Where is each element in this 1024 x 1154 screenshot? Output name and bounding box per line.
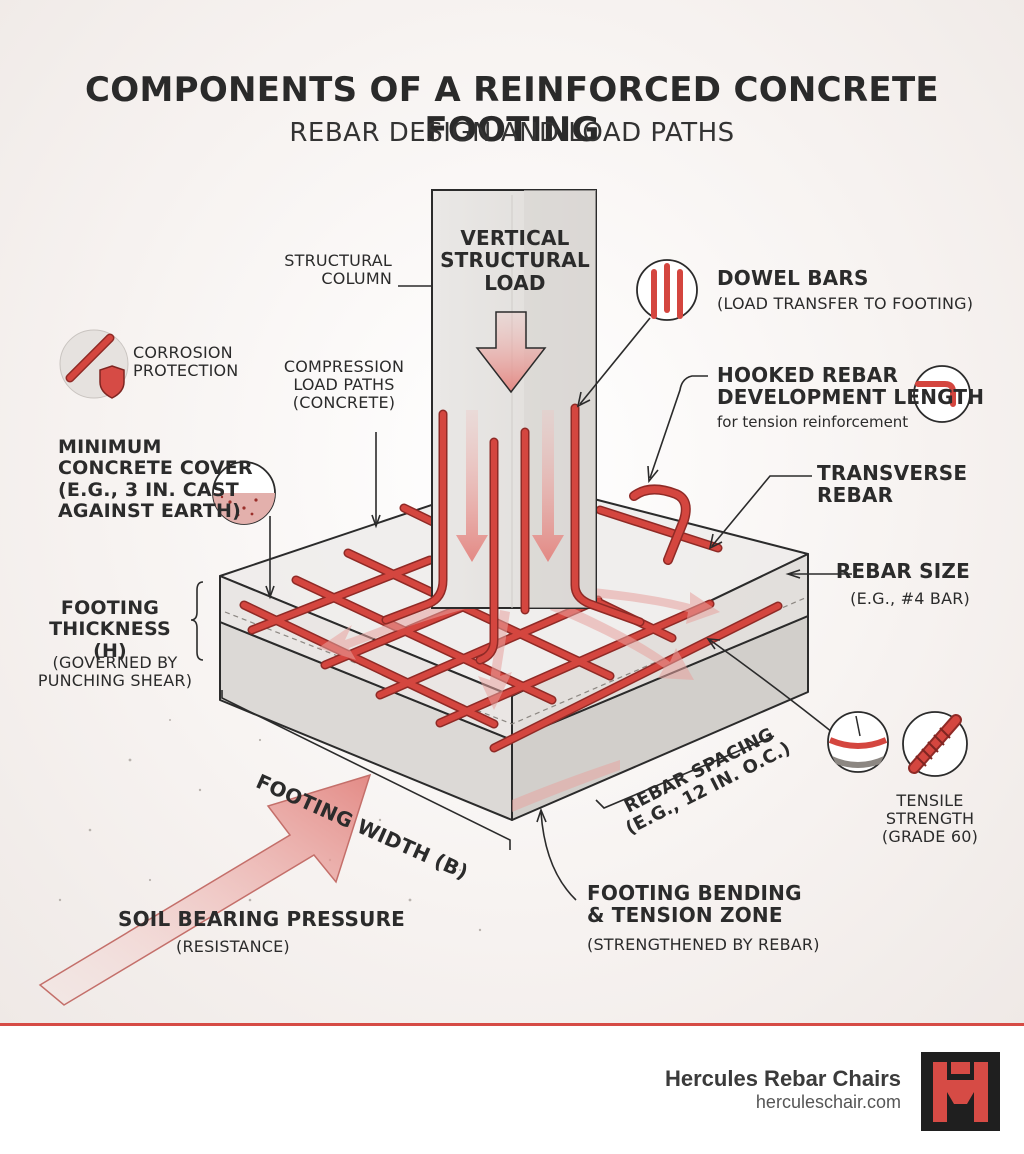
page-title: COMPONENTS OF A REINFORCED CONCRETE FOOT… xyxy=(85,70,939,150)
deformed-rebar-icon xyxy=(902,711,968,777)
vertical-load-arrow xyxy=(475,311,547,394)
hook-icon xyxy=(913,365,971,423)
hooked-rebar-label: HOOKED REBAR DEVELOPMENT LENGTH xyxy=(717,363,985,410)
leader-lines xyxy=(190,285,852,901)
corrosion-protection-label: CORROSION PROTECTION xyxy=(133,343,239,380)
soil-pressure-label: SOIL BEARING PRESSURE xyxy=(118,907,406,931)
shield-icon xyxy=(99,365,125,399)
footing-thickness-note: (GOVERNED BY PUNCHING SHEAR) xyxy=(37,653,193,690)
vertical-load-label: VERTICAL STRUCTURAL LOAD xyxy=(440,226,590,295)
hercules-logo-icon xyxy=(921,1052,1000,1131)
concrete-cover-icon xyxy=(212,461,276,525)
rebar-grid xyxy=(239,503,783,753)
bending-zone-label: FOOTING BENDING & TENSION ZONE xyxy=(587,881,802,928)
footer-divider xyxy=(0,1023,1024,1026)
spreading-load-arrows xyxy=(318,585,720,710)
compression-paths-label: COMPRESSION LOAD PATHS (CONCRETE) xyxy=(283,357,405,412)
footer xyxy=(0,1026,1024,1154)
hooked-rebar xyxy=(629,484,691,565)
footing-thickness-label: FOOTING THICKNESS (H) xyxy=(49,597,171,662)
soil-pressure-note: (RESISTANCE) xyxy=(176,937,290,956)
bending-zone xyxy=(512,760,620,812)
soil-pressure-arrow xyxy=(38,773,372,1006)
structural-column-label: STRUCTURAL COLUMN xyxy=(284,251,392,288)
dowel-bars-note: (LOAD TRANSFER TO FOOTING) xyxy=(717,294,974,313)
transverse-rebar-label: TRANSVERSE REBAR xyxy=(817,461,968,508)
brand-name: Hercules Rebar Chairs xyxy=(665,1066,901,1091)
rebar-size-note: (E.G., #4 BAR) xyxy=(850,589,970,608)
dowel-bars-icon xyxy=(636,259,698,321)
dowel-bars xyxy=(381,403,645,665)
rebar-size-label: REBAR SIZE xyxy=(835,559,970,583)
hooked-rebar-note: for tension reinforcement xyxy=(717,413,909,431)
rebar-section-icon xyxy=(827,711,889,773)
page-subtitle: REBAR DESIGN AND LOAD PATHS xyxy=(289,118,735,148)
dowel-bars-label: DOWEL BARS xyxy=(717,266,869,290)
compression-arrows xyxy=(456,410,564,562)
brand-url[interactable]: herculeschair.com xyxy=(755,1092,901,1112)
footing-diagram xyxy=(38,189,971,1006)
bending-zone-note: (STRENGTHENED BY REBAR) xyxy=(587,935,820,954)
tensile-strength-label: TENSILE STRENGTH (GRADE 60) xyxy=(881,791,979,846)
corrosion-icon xyxy=(59,329,129,399)
cover-line xyxy=(224,597,806,725)
min-cover-label: MINIMUM CONCRETE COVER (E.G., 3 IN. CAST… xyxy=(58,436,253,522)
